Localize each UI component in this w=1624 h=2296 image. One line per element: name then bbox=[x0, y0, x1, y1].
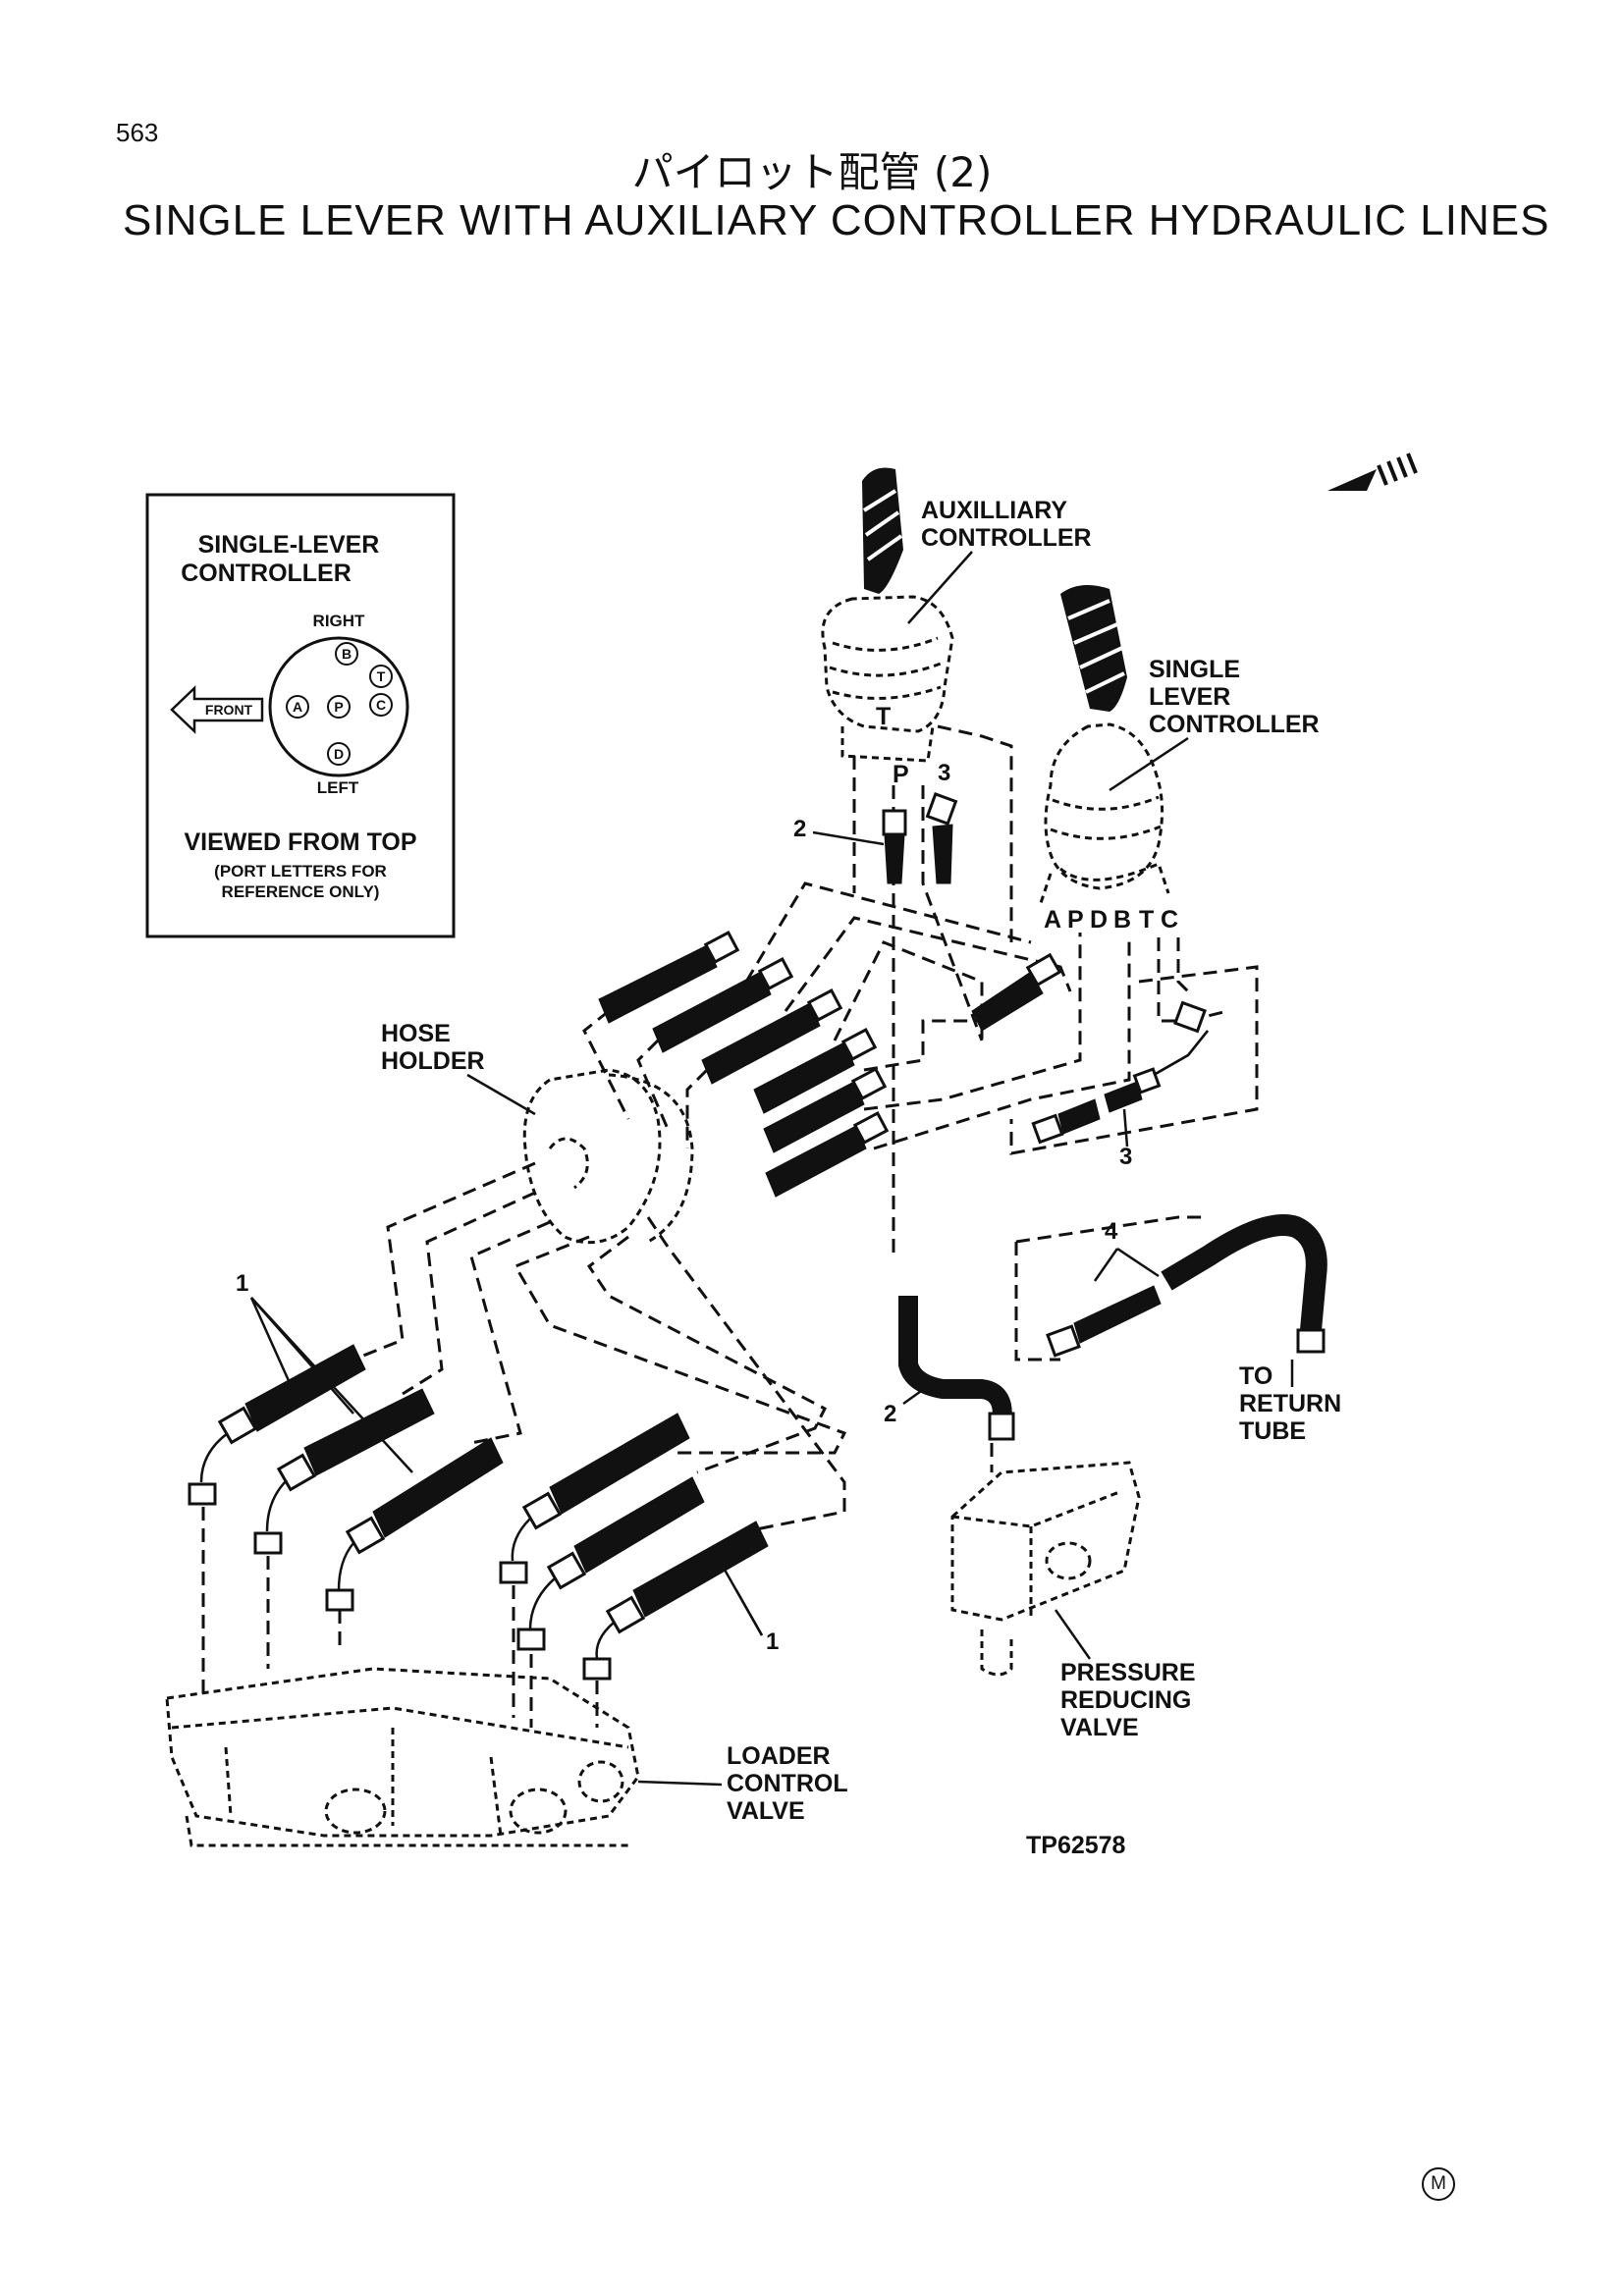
inset-note-line2: REFERENCE ONLY) bbox=[222, 882, 380, 901]
svg-text:T: T bbox=[377, 668, 386, 684]
callout-1-bottom: 1 bbox=[766, 1629, 779, 1655]
port-b: B bbox=[335, 642, 358, 666]
footer-mark-icon: M bbox=[1422, 2167, 1455, 2201]
lower-hoses-item-1 bbox=[188, 1344, 769, 1681]
svg-text:D: D bbox=[334, 746, 344, 762]
label-prv-line3: VALVE bbox=[1060, 1714, 1139, 1741]
label-single-line2: LEVER bbox=[1149, 683, 1230, 711]
svg-text:D: D bbox=[1090, 906, 1108, 934]
inset-left-label: LEFT bbox=[317, 778, 359, 797]
callout-2-top: 2 bbox=[793, 816, 806, 842]
port-p: P bbox=[327, 695, 351, 719]
svg-text:B: B bbox=[1113, 906, 1131, 934]
hose-item-2-lower bbox=[898, 1296, 1015, 1441]
inset-right-label: RIGHT bbox=[313, 612, 366, 630]
aux-port-t: T bbox=[876, 703, 891, 730]
inset-viewed-label: VIEWED FROM TOP bbox=[184, 828, 416, 856]
hose-item-3-lower bbox=[1031, 1000, 1209, 1145]
inset-frame bbox=[145, 493, 456, 938]
front-arrow-icon: FRONT bbox=[170, 685, 264, 734]
hose-item-2-upper bbox=[882, 792, 958, 884]
label-return-line1: TO bbox=[1239, 1362, 1272, 1390]
hose-item-4-return bbox=[1046, 1214, 1327, 1358]
label-hose-line1: HOSE bbox=[381, 1020, 451, 1047]
label-lcv-line3: VALVE bbox=[727, 1797, 805, 1825]
port-a: A bbox=[286, 695, 309, 719]
callout-1-top: 1 bbox=[236, 1270, 248, 1297]
callout-2-bottom: 2 bbox=[884, 1401, 896, 1427]
hose-holder bbox=[522, 1068, 694, 1245]
svg-text:A: A bbox=[1044, 906, 1061, 934]
auxiliary-controller: T P bbox=[821, 467, 954, 788]
single-lever-port-letters: A P D B T C bbox=[1044, 906, 1178, 934]
svg-text:A: A bbox=[293, 699, 302, 715]
svg-text:C: C bbox=[376, 697, 386, 713]
callout-3-bottom: 3 bbox=[1119, 1144, 1132, 1170]
label-single-line1: SINGLE bbox=[1149, 656, 1240, 683]
loader-control-valve bbox=[165, 1667, 640, 1847]
aux-port-p: P bbox=[893, 761, 909, 788]
port-d: D bbox=[327, 742, 351, 766]
hose-near-single-lever bbox=[971, 952, 1062, 1032]
callout-3-top: 3 bbox=[938, 760, 950, 786]
svg-text:C: C bbox=[1161, 906, 1178, 934]
page-title-japanese: パイロット配管 (2) bbox=[631, 148, 993, 196]
direction-arrow-icon bbox=[1327, 453, 1418, 491]
port-reference-inset: SINGLE-LEVER CONTROLLER RIGHT B T A P C … bbox=[145, 493, 456, 938]
upper-hose-bundle bbox=[598, 931, 890, 1198]
port-t: T bbox=[369, 665, 393, 688]
label-aux-line1: AUXILLIARY bbox=[921, 497, 1067, 524]
inset-front-label: FRONT bbox=[205, 702, 253, 718]
label-return-line3: TUBE bbox=[1239, 1417, 1306, 1445]
figure-id: TP62578 bbox=[1026, 1832, 1126, 1859]
svg-text:P: P bbox=[334, 699, 343, 715]
page-title: SINGLE LEVER WITH AUXILIARY CONTROLLER H… bbox=[123, 196, 1550, 244]
inset-heading-line2: CONTROLLER bbox=[181, 560, 352, 587]
label-prv-line2: REDUCING bbox=[1060, 1686, 1191, 1714]
pressure-reducing-valve bbox=[950, 1443, 1141, 1677]
label-lcv-line1: LOADER bbox=[727, 1742, 831, 1770]
port-c: C bbox=[369, 693, 393, 717]
controller-port-circle bbox=[268, 636, 409, 777]
label-aux-line2: CONTROLLER bbox=[921, 524, 1092, 552]
label-single-line3: CONTROLLER bbox=[1149, 711, 1320, 738]
label-hose-line2: HOLDER bbox=[381, 1047, 485, 1075]
inset-heading-line1: SINGLE-LEVER bbox=[198, 531, 380, 559]
page-number: 563 bbox=[116, 118, 159, 147]
svg-text:B: B bbox=[342, 646, 352, 662]
label-prv-line1: PRESSURE bbox=[1060, 1659, 1196, 1686]
single-lever-controller bbox=[1039, 585, 1170, 904]
svg-text:T: T bbox=[1139, 906, 1154, 934]
label-lcv-line2: CONTROL bbox=[727, 1770, 848, 1797]
inset-note-line1: (PORT LETTERS FOR bbox=[214, 862, 387, 881]
label-return-line2: RETURN bbox=[1239, 1390, 1341, 1417]
callout-4: 4 bbox=[1105, 1218, 1118, 1245]
svg-text:P: P bbox=[1067, 906, 1084, 934]
